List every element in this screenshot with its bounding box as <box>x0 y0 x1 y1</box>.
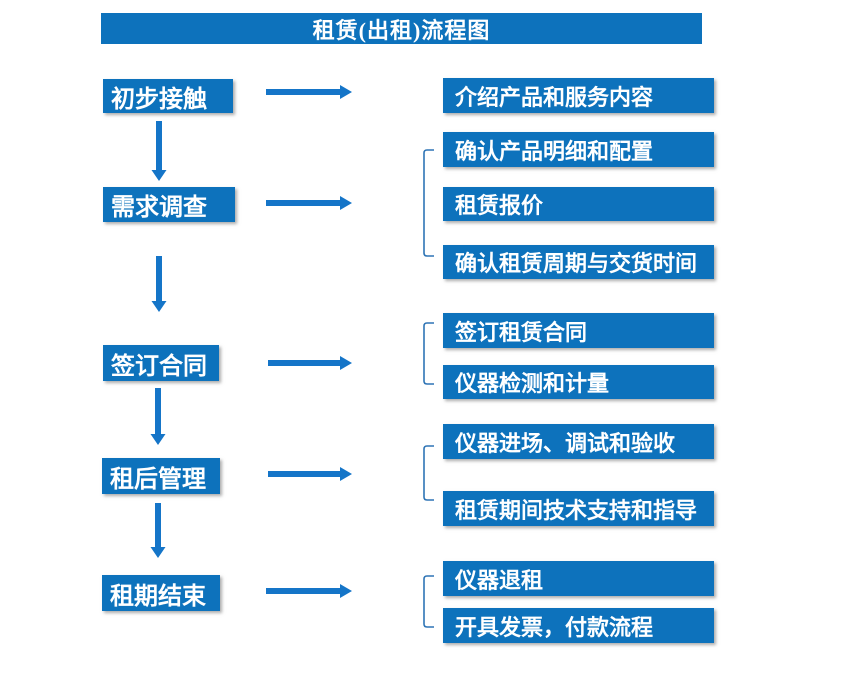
group-bracket-sign-contract <box>423 322 434 385</box>
stage-box-sign-contract: 签订合同 <box>103 345 219 381</box>
detail-box-technical-support: 租赁期间技术支持和指导 <box>443 491 714 526</box>
stage-box-demand-survey: 需求调查 <box>103 187 235 222</box>
stage-label: 签订合同 <box>111 353 207 380</box>
group-bracket-demand-survey <box>423 149 434 257</box>
detail-box-rental-quote: 租赁报价 <box>443 187 714 221</box>
right-arrow-icon-stage3 <box>268 356 352 370</box>
detail-label: 介绍产品和服务内容 <box>455 84 654 110</box>
stage-label: 初步接触 <box>111 86 207 113</box>
detail-label: 确认产品明细和配置 <box>455 138 654 164</box>
stage-label: 租期结束 <box>110 583 206 610</box>
detail-box-confirm-rental-period: 确认租赁周期与交货时间 <box>443 245 714 279</box>
detail-box-sign-rental-contract: 签订租赁合同 <box>443 313 714 348</box>
detail-label: 开具发票，付款流程 <box>455 614 654 640</box>
stage-box-rental-end: 租期结束 <box>102 575 220 611</box>
page-title: 租赁(出租)流程图 <box>312 17 491 43</box>
stage-box-initial-contact: 初步接触 <box>103 79 233 113</box>
detail-box-instrument-return: 仪器退租 <box>443 561 714 596</box>
down-arrow-icon-4-5 <box>150 503 166 558</box>
down-arrow-icon-2-3 <box>151 256 167 312</box>
detail-label: 仪器检测和计量 <box>455 371 610 396</box>
down-arrow-icon-3-4 <box>150 388 166 445</box>
detail-box-instrument-inspection: 仪器检测和计量 <box>443 365 714 399</box>
stage-label: 租后管理 <box>110 466 206 493</box>
detail-box-invoice-payment: 开具发票，付款流程 <box>443 608 714 643</box>
right-arrow-icon-stage4 <box>268 467 352 481</box>
down-arrow-icon-1-2 <box>151 121 167 181</box>
detail-box-confirm-product-details: 确认产品明细和配置 <box>443 132 714 167</box>
flowchart-title-bar: 租赁(出租)流程图 <box>101 13 702 44</box>
detail-label: 签订租赁合同 <box>455 319 588 345</box>
detail-label: 仪器退租 <box>455 567 544 593</box>
stage-box-post-rental-management: 租后管理 <box>102 458 220 494</box>
detail-label: 确认租赁周期与交货时间 <box>455 251 698 276</box>
group-bracket-post-rental <box>423 445 434 501</box>
right-arrow-icon-stage1 <box>266 85 352 99</box>
group-bracket-rental-end <box>423 575 434 628</box>
detail-box-instrument-arrival-acceptance: 仪器进场、调试和验收 <box>443 424 714 459</box>
detail-label: 租赁报价 <box>455 193 544 218</box>
detail-label: 仪器进场、调试和验收 <box>455 430 676 456</box>
stage-label: 需求调查 <box>111 195 207 221</box>
right-arrow-icon-stage2 <box>266 196 352 210</box>
right-arrow-icon-stage5 <box>266 584 352 598</box>
detail-label: 租赁期间技术支持和指导 <box>455 497 698 523</box>
detail-box-introduce-products: 介绍产品和服务内容 <box>443 78 714 113</box>
